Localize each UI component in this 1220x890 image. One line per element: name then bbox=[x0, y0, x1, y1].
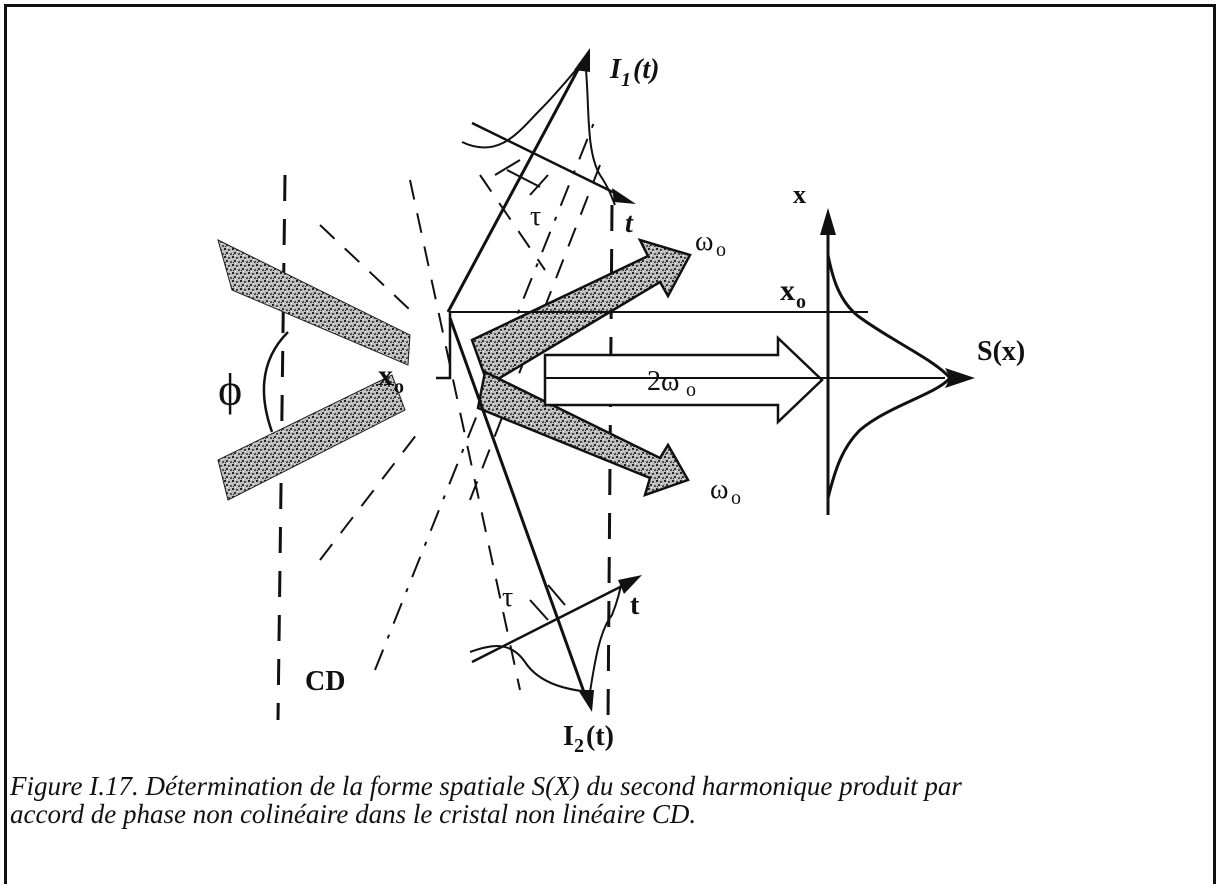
t-axis-top-arrowhead bbox=[612, 188, 636, 204]
label-i1-sub: 1 bbox=[621, 69, 631, 91]
label-omega-top-sub: o bbox=[716, 239, 726, 261]
label-tau-bottom: τ bbox=[502, 582, 513, 613]
second-harmonic-arrow bbox=[543, 335, 824, 425]
dashed-diagonal-1 bbox=[319, 224, 411, 311]
t-axis-bottom bbox=[471, 580, 631, 664]
figure-frame bbox=[4, 4, 1216, 884]
label-x0-right: x bbox=[780, 274, 795, 307]
label-i1-arg: (t) bbox=[633, 54, 659, 85]
phi-angle-arc bbox=[262, 331, 289, 433]
tau-span-top bbox=[506, 169, 541, 188]
dashed-diagonal-2 bbox=[409, 179, 521, 691]
figure-caption: Figure I.17. Détermination de la forme s… bbox=[10, 772, 1210, 828]
label-t-bottom: t bbox=[630, 590, 640, 621]
label-omega-bottom-sub: o bbox=[731, 487, 741, 509]
x-axis-arrowhead bbox=[820, 208, 836, 235]
s-of-x-arrowhead bbox=[945, 368, 975, 388]
label-x0-center-sub: o bbox=[394, 376, 404, 398]
label-x0-right-sub: o bbox=[796, 291, 806, 313]
caption-line-2: accord de phase non colinéaire dans le c… bbox=[10, 799, 697, 829]
i2-axis-arrowhead bbox=[578, 690, 594, 712]
label-i2-sub: 2 bbox=[574, 735, 584, 757]
outgoing-beam-lower bbox=[476, 370, 690, 497]
tau-tick-bottom-2 bbox=[547, 584, 566, 606]
i1-axis-line bbox=[446, 61, 584, 313]
tau-tick-top-2 bbox=[529, 174, 549, 196]
label-cd: CD bbox=[305, 666, 345, 697]
label-i2-arg: (t) bbox=[586, 721, 614, 752]
label-s-of-x: S(x) bbox=[977, 336, 1025, 367]
label-omega-top: ω bbox=[695, 226, 713, 257]
tau-tick-bottom-1 bbox=[529, 599, 549, 621]
i2-pulse-envelope bbox=[469, 579, 623, 694]
i1-pulse-envelope bbox=[461, 57, 616, 206]
label-omega-bottom: ω bbox=[710, 474, 728, 505]
label-two-omega-sub: o bbox=[686, 379, 696, 401]
dashed-diagonal-3 bbox=[479, 174, 546, 271]
label-x0-center: x bbox=[378, 359, 393, 392]
i2-axis-line bbox=[448, 317, 587, 696]
caption-line-1: Figure I.17. Détermination de la forme s… bbox=[10, 771, 962, 801]
label-two-omega: 2ω bbox=[647, 366, 679, 397]
label-t-top: t bbox=[625, 208, 634, 239]
t-axis-bottom-arrowhead bbox=[618, 575, 642, 594]
t-axis-top bbox=[471, 121, 626, 200]
label-tau-top: τ bbox=[530, 201, 541, 232]
s-of-x-profile bbox=[826, 254, 952, 499]
label-i1-main: I bbox=[609, 54, 622, 85]
dashed-diagonal-4 bbox=[319, 429, 421, 561]
label-x-axis: x bbox=[793, 180, 806, 209]
incoming-beam-upper bbox=[217, 239, 411, 366]
tau-tick-top-1 bbox=[494, 159, 521, 176]
x0-bracket bbox=[436, 312, 452, 380]
label-phi: ϕ bbox=[218, 364, 242, 415]
incoming-beam-lower bbox=[217, 374, 406, 501]
diagram: I 1 (t) t τ ω o x x o S(x) 2ω o x o ϕ ω … bbox=[217, 48, 1025, 757]
label-i2-main: I bbox=[563, 721, 574, 752]
